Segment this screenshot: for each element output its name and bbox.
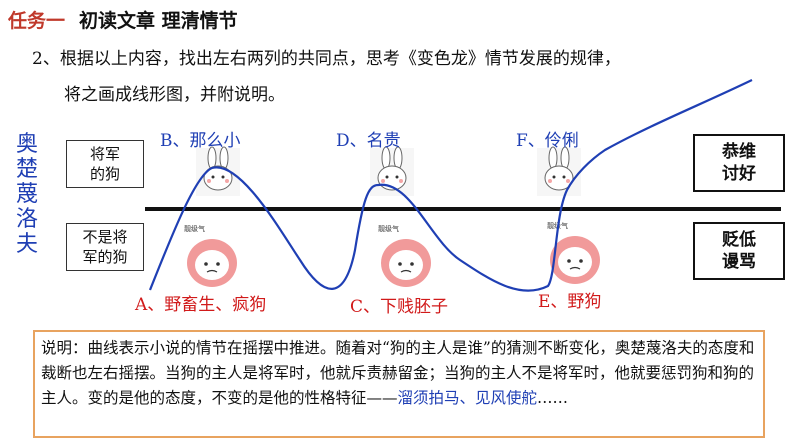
page-title: 任务一初读文章 理清情节 xyxy=(8,6,238,33)
label-line: 恭维 xyxy=(722,142,756,162)
angry-icon-e: 靓级气 xyxy=(547,221,600,284)
question-line-1: 2、根据以上内容，找出左右两列的共同点，思考《变色龙》情节发展的规律， xyxy=(32,49,621,69)
label-line: 的狗 xyxy=(89,165,120,183)
person-char: 夫 xyxy=(15,232,38,257)
point-label-d: D、名贵 xyxy=(336,131,401,151)
rabbit-icon-d xyxy=(370,146,414,196)
label-line: 贬低 xyxy=(722,230,756,250)
label-line: 讨好 xyxy=(722,164,756,184)
person-name-vertical: 奥 楚 蔑 洛 夫 xyxy=(6,132,48,257)
label-flatter: 恭维 讨好 xyxy=(693,134,785,192)
person-char: 楚 xyxy=(15,157,38,182)
explanation-text: 说明：曲线表示小说的情节在摇摆中推进。随着对“狗的主人是谁”的猜测不断变化，奥楚… xyxy=(41,339,755,407)
explanation-ellipsis: …… xyxy=(537,389,569,407)
label-general-dog: 将军 的狗 xyxy=(66,140,144,188)
rabbit-icon-b xyxy=(196,146,240,196)
explanation-box: 说明：曲线表示小说的情节在摇摆中推进。随着对“狗的主人是谁”的猜测不断变化，奥楚… xyxy=(33,330,765,438)
person-char: 蔑 xyxy=(15,182,38,207)
label-line: 将军 xyxy=(89,145,120,163)
task-label: 任务一 xyxy=(8,10,66,32)
label-line: 谩骂 xyxy=(722,252,756,272)
label-line: 军的狗 xyxy=(82,248,128,266)
question-line-2: 将之画成线形图，并附说明。 xyxy=(64,85,285,105)
angry-icon-a: 靓级气 xyxy=(184,224,237,287)
label-not-general-dog: 不是将 军的狗 xyxy=(66,223,144,271)
task-heading: 初读文章 理清情节 xyxy=(79,10,238,32)
plot-curve xyxy=(148,79,753,292)
point-label-f: F、伶俐 xyxy=(516,131,579,151)
person-char: 洛 xyxy=(15,207,38,232)
rabbit-icon-f xyxy=(537,146,581,196)
label-line: 不是将 xyxy=(82,228,128,246)
sticker-text-c: 靓级气 xyxy=(378,224,399,233)
angry-icon-c: 靓级气 xyxy=(378,224,431,287)
explanation-highlight: 溜须拍马、见风使舵 xyxy=(397,389,538,407)
person-char: 奥 xyxy=(15,132,38,157)
sticker-text-a: 靓级气 xyxy=(184,224,205,233)
point-label-c: C、下贱胚子 xyxy=(350,297,449,317)
point-label-a: A、野畜生、疯狗 xyxy=(135,295,267,315)
point-label-b: B、那么小 xyxy=(160,131,241,151)
point-label-e: E、野狗 xyxy=(538,292,602,312)
label-belittle: 贬低 谩骂 xyxy=(693,222,785,280)
